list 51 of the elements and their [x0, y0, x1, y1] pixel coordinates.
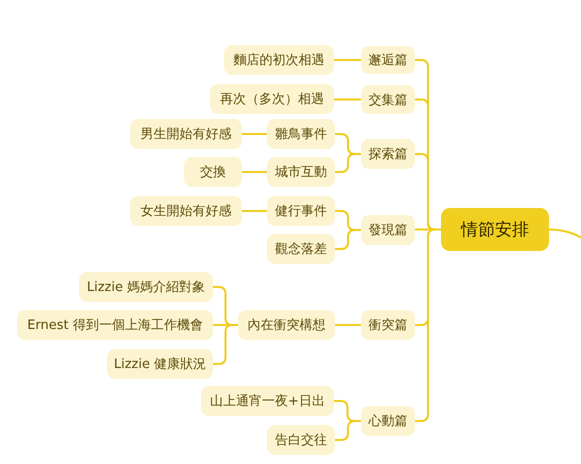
topic-text: 雛鳥事件: [275, 126, 327, 143]
connector-line: [334, 59, 361, 61]
topic-box: [17, 310, 213, 340]
topic-box: [267, 425, 335, 455]
topic-text: 再次（多次）相遇: [220, 91, 324, 108]
topic-text: Ernest 得到一個上海工作機會: [27, 317, 203, 334]
topic-text: 情節安排: [461, 219, 529, 241]
topic-text: 麵店的初次相遇: [234, 52, 324, 69]
topic-box: [361, 139, 415, 169]
topic-box: [361, 46, 415, 74]
topic-box: [201, 386, 334, 416]
topic-box: [130, 119, 242, 149]
connector-line: [242, 210, 267, 212]
topic-box: [361, 406, 415, 436]
topic-box: [361, 310, 415, 340]
topic-text: 內在衝突構想: [248, 317, 326, 334]
connector-line: [335, 324, 361, 326]
connector-line: [334, 98, 361, 100]
topic-box: [238, 310, 335, 340]
topic-box: [224, 45, 334, 75]
topic-box: [267, 119, 335, 149]
topic-box: [79, 272, 213, 302]
topic-text: Lizzie 媽媽介紹對象: [86, 279, 206, 296]
topic-box: [361, 85, 415, 114]
topic-text: 男生開始有好感: [140, 126, 232, 143]
topic-text: 健行事件: [275, 203, 327, 220]
topic-box: [361, 215, 415, 245]
connector-line: [548, 228, 581, 238]
topic-text: 邂逅篇: [368, 52, 408, 69]
connector-line: [242, 133, 267, 135]
topic-box: [267, 157, 335, 187]
topic-text: 交集篇: [368, 92, 408, 108]
topic-text: 女生開始有好感: [140, 203, 232, 220]
topic-box: [267, 234, 335, 264]
topic-text: 告白交往: [275, 432, 327, 449]
connector-line: [242, 171, 267, 173]
topic-box: [184, 157, 242, 187]
topic-text: 山上通宵一夜+日出: [210, 393, 325, 410]
root-topic: [441, 208, 549, 251]
topic-text: 心動篇: [368, 413, 408, 430]
topic-text: 發現篇: [368, 222, 408, 239]
topic-text: Lizzie 健康狀況: [114, 356, 206, 373]
topic-box: [107, 349, 213, 379]
topic-box: [267, 196, 335, 226]
topic-box: [130, 196, 242, 226]
topic-text: 城市互動: [275, 164, 327, 181]
topic-text: 衝突篇: [368, 317, 408, 334]
topic-text: 交換: [200, 164, 226, 181]
topic-box: [210, 84, 334, 114]
topic-text: 觀念落差: [275, 241, 327, 258]
topic-text: 探索篇: [368, 146, 408, 163]
